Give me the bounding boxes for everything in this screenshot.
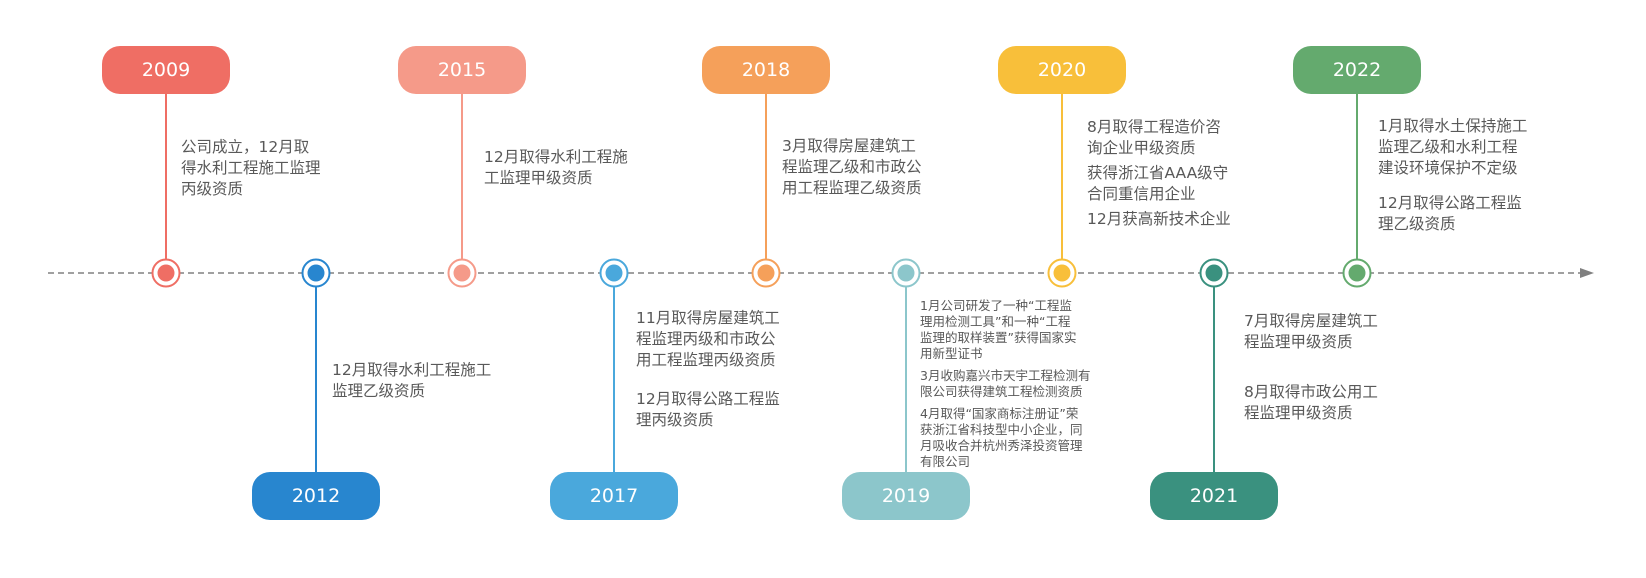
- milestone-event-text: 3月取得房屋建筑工 程监理乙级和市政公 用工程监理乙级资质: [782, 137, 922, 197]
- milestone-event-text: 7月取得房屋建筑工 程监理甲级资质: [1244, 312, 1378, 351]
- milestone-node-dot: [307, 264, 325, 282]
- year-badge-2015: 2015: [398, 46, 526, 94]
- milestone-node-dot: [1348, 264, 1366, 282]
- year-badge-2018: 2018: [702, 46, 830, 94]
- milestone-event-text: 12月取得水利工程施 工监理甲级资质: [484, 148, 628, 187]
- year-badge-2020: 2020: [998, 46, 1126, 94]
- milestone-event-text: 1月公司研发了一种“工程监 理用检测工具”和一种“工程 监理的取样装置”获得国家…: [920, 298, 1077, 361]
- milestone-event-text: 12月取得公路工程监 理乙级资质: [1378, 194, 1522, 233]
- timeline-axis-arrow: [1580, 268, 1594, 278]
- year-badge-2022: 2022: [1293, 46, 1421, 94]
- year-badge-2019: 2019: [842, 472, 970, 520]
- milestone-event-text: 4月取得“国家商标注册证”荣 获浙江省科技型中小企业，同 月吸收合并杭州秀泽投资…: [920, 406, 1083, 469]
- milestone-node-dot: [1205, 264, 1223, 282]
- year-badge-2017: 2017: [550, 472, 678, 520]
- milestone-event-text: 公司成立，12月取 得水利工程施工监理 丙级资质: [181, 138, 321, 198]
- milestone-node-dot: [157, 264, 175, 282]
- milestone-event-text: 12月取得公路工程监 理丙级资质: [636, 390, 780, 429]
- milestone-node-dot: [605, 264, 623, 282]
- year-badge-2021: 2021: [1150, 472, 1278, 520]
- milestone-event-text: 获得浙江省AAA级守 合同重信用企业: [1087, 164, 1229, 203]
- milestone-node-dot: [1053, 264, 1071, 282]
- year-badge-2012: 2012: [252, 472, 380, 520]
- year-badge-2009: 2009: [102, 46, 230, 94]
- milestone-event-text: 12月获高新技术企业: [1087, 210, 1231, 228]
- milestone-event-text: 3月收购嘉兴市天宇工程检测有 限公司获得建筑工程检测资质: [920, 368, 1091, 399]
- milestone-event-text: 12月取得水利工程施工 监理乙级资质: [332, 361, 492, 400]
- milestone-node-dot: [453, 264, 471, 282]
- milestone-event-text: 8月取得工程造价咨 询企业甲级资质: [1087, 118, 1221, 157]
- milestone-event-text: 11月取得房屋建筑工 程监理丙级和市政公 用工程监理丙级资质: [636, 309, 780, 369]
- milestone-node-dot: [757, 264, 775, 282]
- milestone-event-text: 1月取得水土保持施工 监理乙级和水利工程 建设环境保护不定级: [1378, 117, 1528, 177]
- milestone-event-text: 8月取得市政公用工 程监理甲级资质: [1244, 383, 1378, 422]
- milestone-node-dot: [897, 264, 915, 282]
